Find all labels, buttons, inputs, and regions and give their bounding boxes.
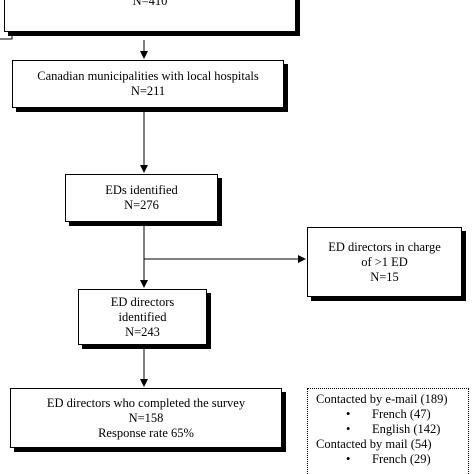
email-english-label: English (142) — [372, 422, 441, 436]
box-completed-survey: ED directors who completed the survey N=… — [10, 388, 282, 448]
contact-method-note: Contacted by e-mail (189) • French (47) •… — [307, 388, 469, 474]
email-french-item: • French (47) — [316, 407, 460, 422]
directors-count: N=243 — [125, 324, 160, 339]
box-initial-total: N=410 — [4, 0, 296, 32]
eds-count: N=276 — [124, 198, 159, 212]
mail-french-item: • French (29) — [316, 452, 460, 467]
multi-ed-label-line2: of >1 ED — [361, 254, 408, 269]
mail-french-label: French (29) — [372, 452, 431, 466]
email-french-label: French (47) — [372, 407, 431, 421]
initial-total-count: N=410 — [132, 0, 168, 8]
eds-label: EDs identified — [105, 183, 178, 197]
email-english-item: • English (142) — [316, 422, 460, 437]
box-municipalities: Canadian municipalities with local hospi… — [12, 60, 284, 108]
municipalities-count: N=211 — [130, 84, 166, 98]
box-eds-identified: EDs identified N=276 — [65, 174, 218, 222]
directors-label-line1: ED directors — [110, 294, 175, 309]
completed-count: N=158 — [128, 410, 164, 425]
mail-heading: Contacted by mail (54) — [316, 437, 432, 451]
bullet-icon: • — [346, 452, 351, 466]
multi-ed-count: N=15 — [370, 269, 399, 284]
completed-label: ED directors who completed the survey — [46, 395, 246, 410]
response-rate: Response rate 65% — [98, 425, 194, 440]
email-heading: Contacted by e-mail (189) — [316, 392, 448, 406]
multi-ed-label-line1: ED directors in charge — [328, 239, 441, 254]
box-multi-ed-directors: ED directors in charge of >1 ED N=15 — [307, 227, 462, 297]
bullet-icon: • — [346, 422, 351, 436]
municipalities-label: Canadian municipalities with local hospi… — [37, 69, 259, 83]
box-directors-identified: ED directors identified N=243 — [78, 289, 207, 345]
top-bracket-line — [0, 32, 13, 40]
directors-label-line2: identified — [118, 309, 167, 324]
bullet-icon: • — [346, 407, 351, 421]
